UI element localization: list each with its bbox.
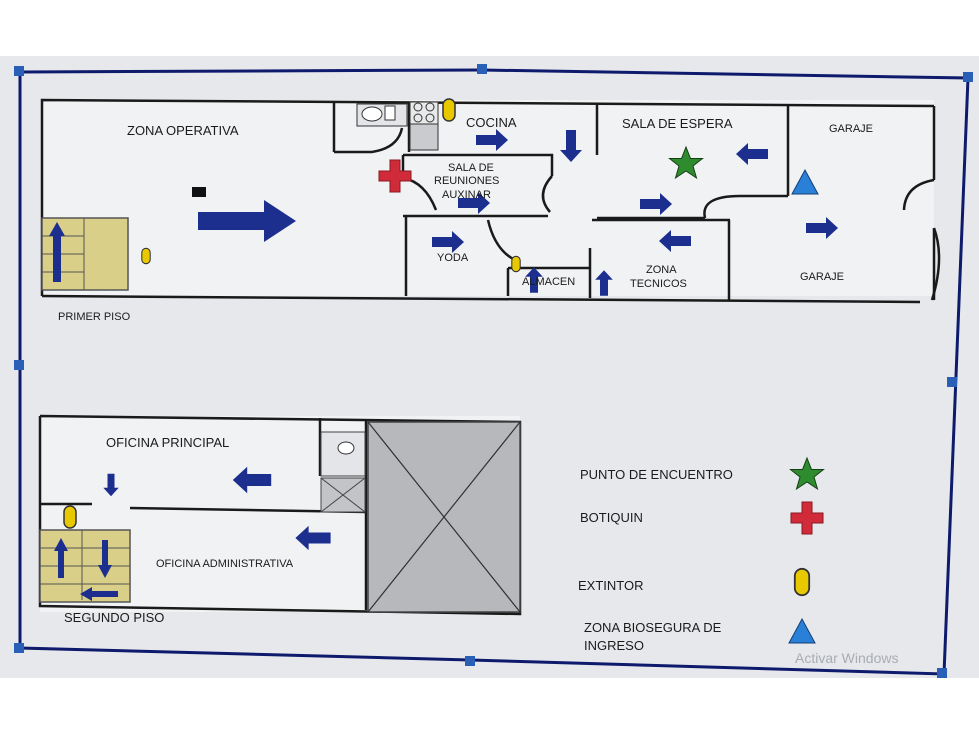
- stove-icon: [409, 101, 439, 151]
- room-label-oficina-principal: OFICINA PRINCIPAL: [106, 435, 229, 450]
- legend-triangle-icon: [788, 618, 816, 644]
- room-label-oficina-administrativa: OFICINA ADMINISTRATIVA: [156, 558, 294, 570]
- bathroom-second-floor: [320, 431, 366, 513]
- legend-label-first-aid: BOTIQUIN: [580, 510, 643, 525]
- room-label-sala-espera: SALA DE ESPERA: [622, 116, 733, 131]
- extinguisher-icon: [442, 98, 456, 122]
- room-label-tecnicos-1: ZONA: [646, 264, 677, 276]
- room-label-yoda: YODA: [437, 252, 469, 264]
- room-label-reuniones-1: SALA DE: [448, 162, 494, 174]
- room-label-operativa: ZONA OPERATIVA: [127, 123, 239, 138]
- legend-cross-icon: [790, 501, 824, 535]
- activation-watermark: Activar Windows: [795, 650, 898, 666]
- page-border: [14, 64, 973, 678]
- room-label-tecnicos-2: TECNICOS: [630, 278, 687, 290]
- toilet-icon: [356, 103, 408, 127]
- legend-label-biosafe-2: INGRESO: [584, 638, 644, 653]
- legend-label-meeting-point: PUNTO DE ENCUENTRO: [580, 467, 733, 482]
- stairs-first-floor: [41, 217, 129, 291]
- room-label-garaje-top: GARAJE: [829, 123, 873, 135]
- room-label-reuniones-2: REUNIONES: [434, 175, 499, 187]
- legend: PUNTO DE ENCUENTRO BOTIQUIN EXTINTOR ZON…: [578, 457, 824, 653]
- legend-extinguisher-icon: [793, 567, 811, 597]
- room-label-garaje-bottom: GARAJE: [800, 271, 844, 283]
- floor-label-primer-piso: PRIMER PISO: [58, 311, 131, 323]
- stairs-second-floor: [39, 529, 131, 603]
- legend-star-icon: [790, 457, 824, 490]
- legend-label-biosafe-1: ZONA BIOSEGURA DE: [584, 620, 722, 635]
- extinguisher-icon: [63, 505, 77, 529]
- shaft-void: [367, 421, 521, 613]
- room-labels: ZONA OPERATIVA COCINA SALA DE ESPERA GAR…: [58, 115, 873, 625]
- legend-label-extinguisher: EXTINTOR: [578, 578, 644, 593]
- room-label-almacen: ALMACEN: [522, 276, 575, 288]
- room-label-reuniones-3: AUXINAR: [442, 189, 491, 201]
- floor-label-segundo-piso: SEGUNDO PISO: [64, 610, 164, 625]
- room-label-cocina: COCINA: [466, 115, 517, 130]
- extinguisher-icon: [141, 247, 151, 265]
- second-floor-plan: [38, 414, 522, 616]
- extinguisher-icon: [511, 255, 521, 273]
